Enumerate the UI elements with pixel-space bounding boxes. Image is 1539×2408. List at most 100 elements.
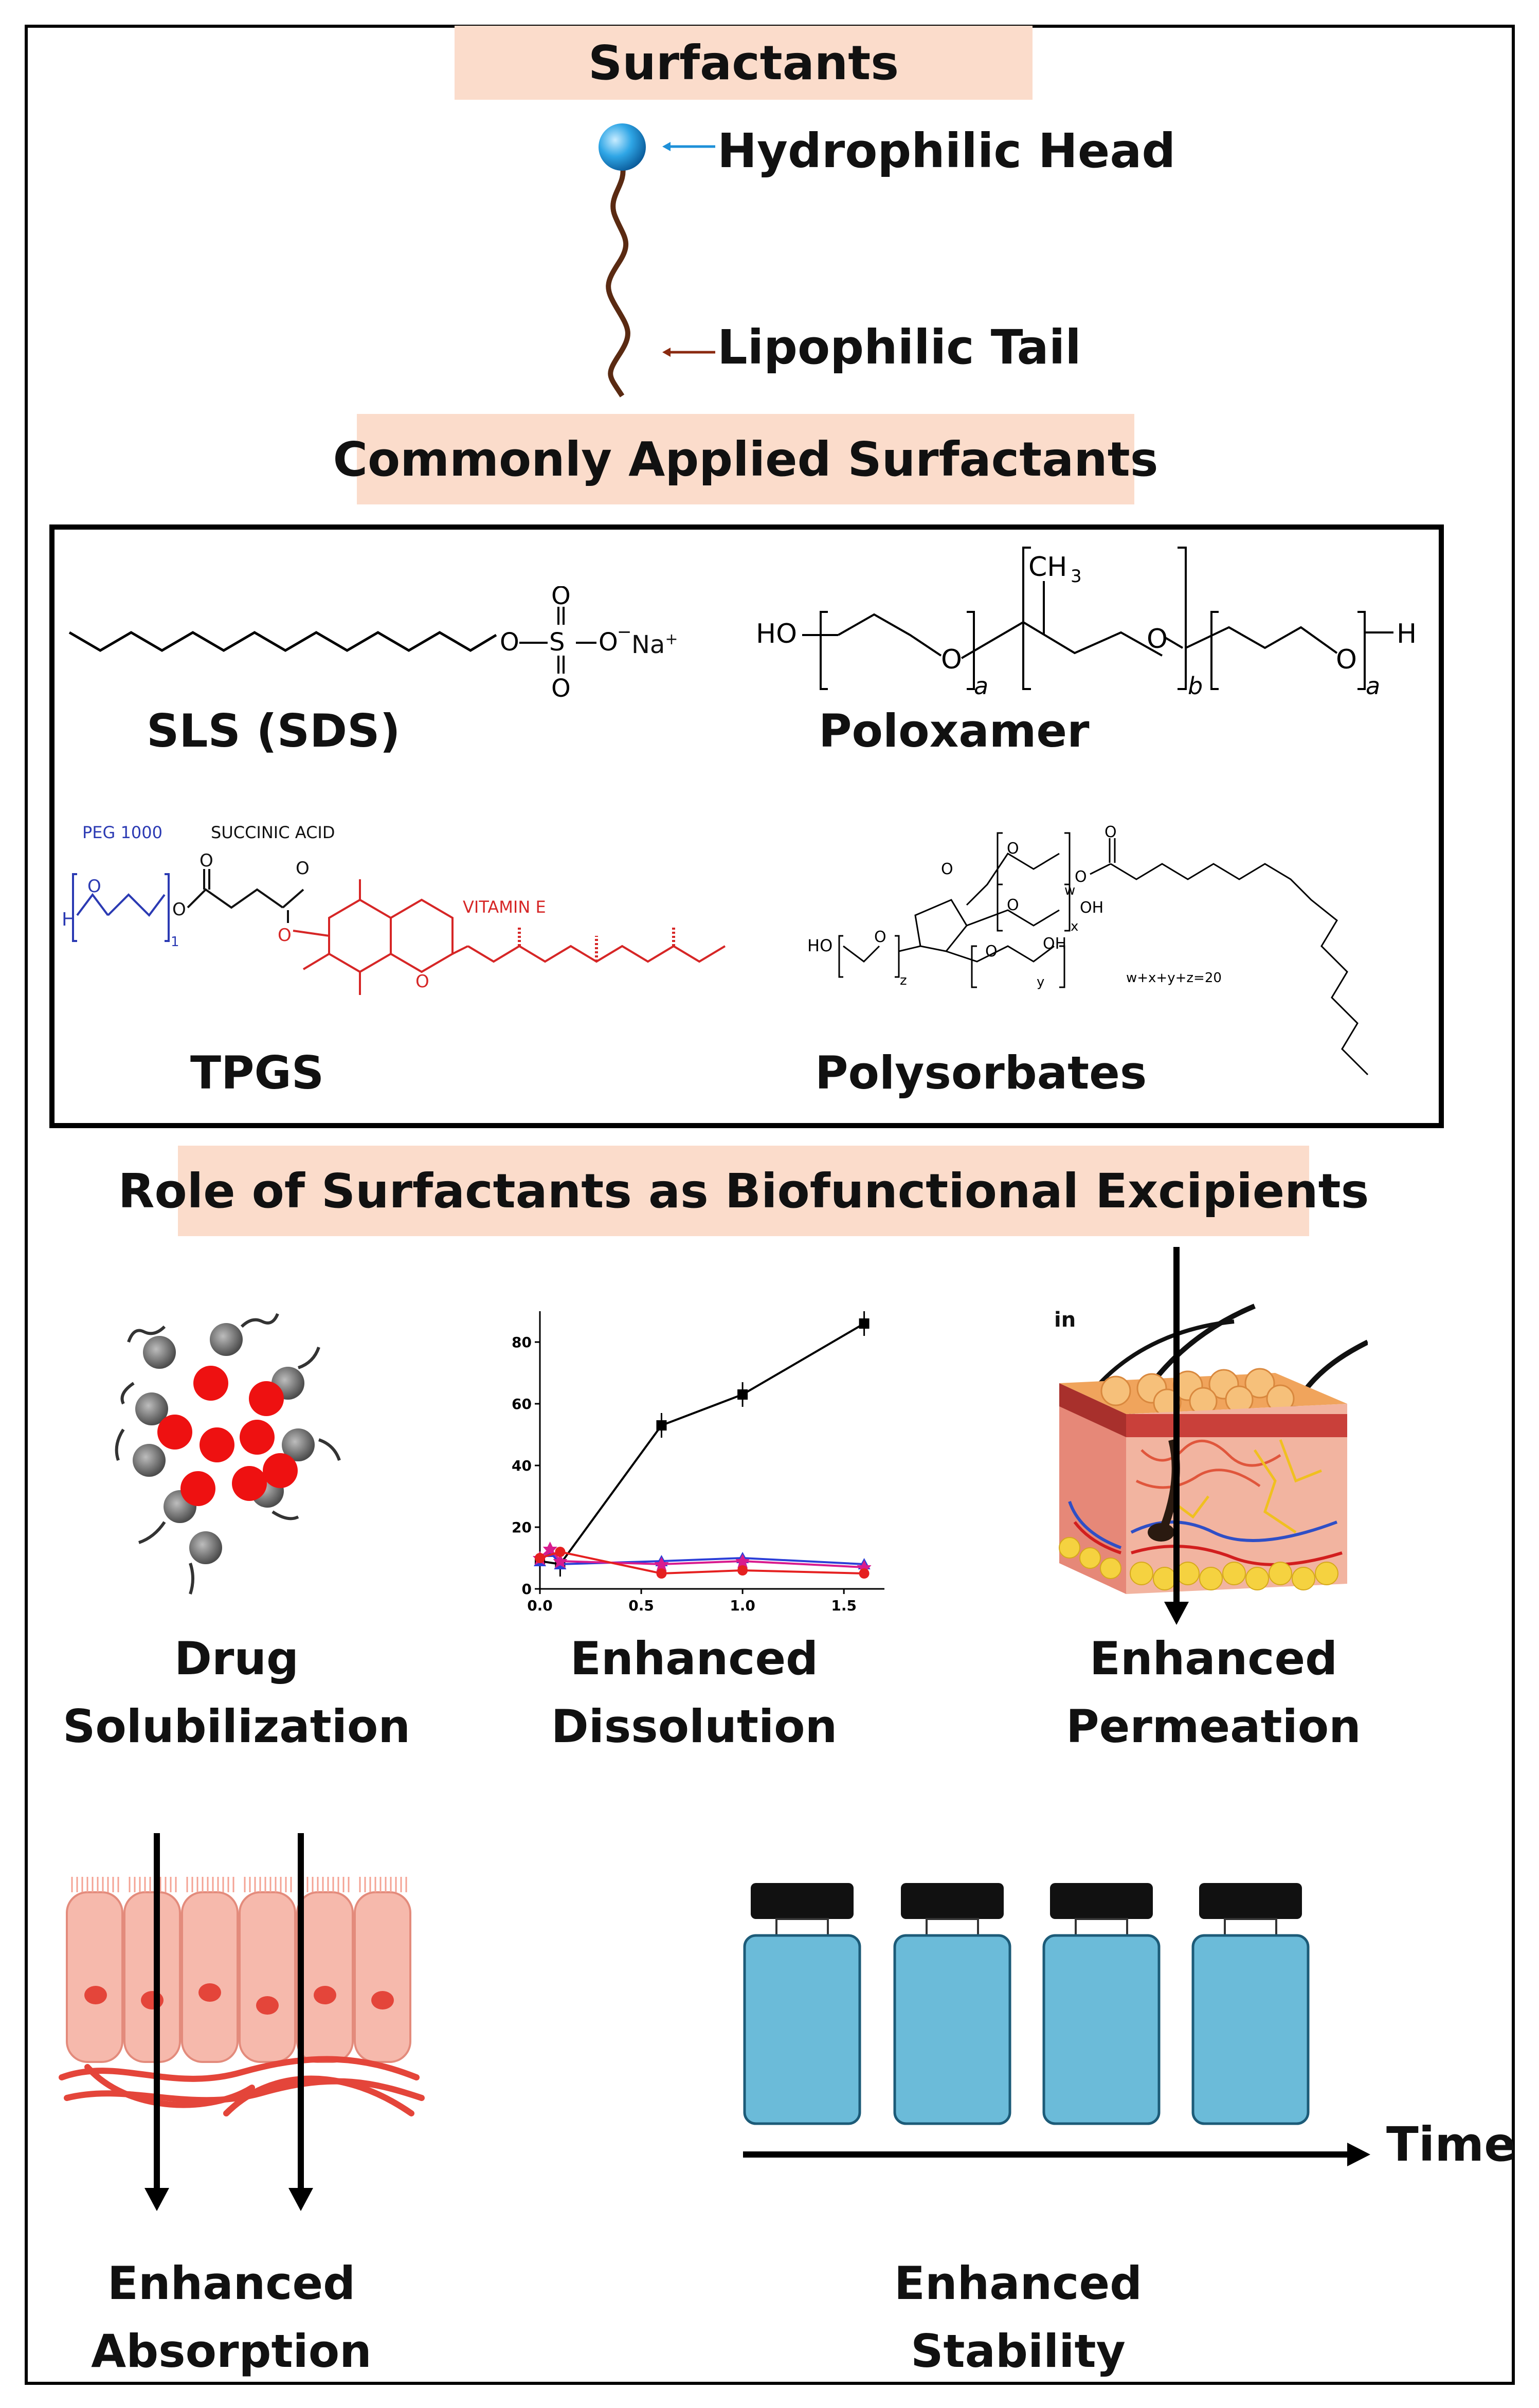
series-line-0 [539,1323,865,1566]
structures-box [49,524,1444,1128]
permeation-label: Enhanced Permeation [1039,1625,1388,1761]
solubilization-line2: Solubilization [62,1700,411,1753]
tail-pointer-arrow [662,348,715,357]
tpgs-structure: PEG 1000 SUCCINIC ACID VITAMIN E H O 1 O… [62,823,726,995]
hydrophilic-head-label: Hydrophilic Head [717,123,1176,178]
micelle-icon [115,1313,341,1595]
poloxamer-o1: O [941,644,962,675]
tpgs-o-peg: O [87,876,101,897]
y-tick-label: 0 [522,1581,532,1598]
poloxamer-sub-b: b [1188,672,1203,700]
x-tick-label: 1.0 [730,1597,755,1614]
sls-structure: O S O O O − [68,586,632,703]
dissolution-line2: Dissolution [551,1700,838,1753]
permeation-arrow [1164,1247,1189,1625]
x-tick-label: 1.5 [831,1597,857,1614]
data-point [654,1557,669,1571]
y-tick-label: 60 [512,1396,532,1413]
y-tick-label: 80 [512,1334,532,1351]
head-pointer-arrow [662,142,715,151]
sls-plus: + [665,630,678,648]
polysorbates-label: Polysorbates [815,1046,1147,1099]
permeation-line1: Enhanced [1089,1632,1338,1685]
roles-banner: Role of Surfactants as Biofunctional Exc… [118,1146,1369,1236]
roles-title: Role of Surfactants as Biofunctional Exc… [118,1163,1369,1219]
surfactant-molecule-icon [599,123,646,397]
poloxamer-ho: HO [756,619,797,649]
dissolution-label: Enhanced Dissolution [519,1625,869,1761]
polysorbate-sub-z: z [900,973,907,988]
data-point [737,1565,748,1576]
data-point [535,1553,545,1563]
sls-oxygen-top: O [551,586,571,610]
sls-oxygen: O [500,628,519,657]
polysorbate-ho: HO [807,936,832,955]
y-tick-label: 20 [512,1519,532,1536]
vials-icon [743,1883,1310,2125]
polysorbate-o3: O [1075,868,1087,886]
stability-label: Enhanced Stability [843,2250,1193,2385]
polysorbate-o-carbonyl: O [1105,823,1117,841]
poloxamer-ch-sub: 3 [1071,566,1082,587]
stability-line2: Stability [911,2325,1126,2378]
surfactants-title: Surfactants [588,35,899,90]
polysorbate-formula: w+x+y+z=20 [1126,970,1222,986]
x-tick-label: 0.0 [527,1597,553,1614]
polysorbate-o-ring: O [941,860,953,878]
poloxamer-ch: CH [1028,552,1067,583]
data-point [542,1542,557,1556]
polysorbate-sub-x: x [1071,919,1078,934]
poloxamer-sub-a2: a [1366,672,1380,700]
solubilization-label: Drug Solubilization [62,1625,411,1761]
tpgs-succinic-label: SUCCINIC ACID [211,823,335,842]
data-point [656,1568,667,1579]
tpgs-o-ester2: O [278,925,292,946]
polysorbate-oh2: OH [1043,935,1066,953]
tpgs-peg-label: PEG 1000 [82,823,162,842]
surfactants-banner: Surfactants [455,26,1033,100]
absorption-arrow-left [144,1833,169,2211]
chart-series [533,1311,872,1579]
tpgs-o-ester1: O [172,899,186,920]
common-surfactants-title: Commonly Applied Surfactants [333,431,1158,487]
poloxamer-o3: O [1336,644,1357,675]
sls-minus: − [617,622,632,642]
polysorbate-oh1: OH [1080,899,1103,917]
polysorbate-o5: O [985,943,998,961]
sls-sulfur: S [549,628,565,657]
data-point [555,1547,566,1557]
data-point [735,1554,750,1568]
polysorbate-structure: HO O z O O w O O O x OH O y OH w+x+y+z=2… [807,823,1369,1076]
skin-section-icon: in [1054,1303,1368,1594]
poloxamer-o2: O [1147,624,1168,655]
poloxamer-sub-a1: a [974,672,988,700]
chart-axes: 0 20 40 60 80 0.0 0.5 1.0 1.5 [512,1311,884,1614]
data-point [859,1568,870,1579]
permeation-line2: Permeation [1066,1700,1361,1753]
y-tick-label: 40 [512,1457,532,1474]
time-label: Time [1386,2117,1516,2172]
poloxamer-label: Poloxamer [819,704,1090,757]
absorption-line2: Absorption [91,2325,372,2378]
dissolution-line1: Enhanced [570,1632,819,1685]
polysorbate-o2: O [1007,840,1019,858]
solubilization-line1: Drug [174,1632,299,1685]
dissolution-chart: 0 20 40 60 80 0.0 0.5 1.0 1.5 [512,1311,884,1614]
epithelium-icon [59,1877,425,2116]
poloxamer-h: H [1397,619,1417,649]
tpgs-vitamin-label: VITAMIN E [463,897,546,917]
tpgs-o-carbonyl1: O [200,850,213,871]
poloxamer-structure: HO O a CH 3 O b O a H [756,547,1417,700]
tpgs-sub1: 1 [171,934,179,950]
lipophilic-tail-label: Lipophilic Tail [717,320,1081,375]
tpgs-label: TPGS [190,1046,324,1099]
data-point [553,1554,568,1568]
tpgs-o-carbonyl2: O [296,858,310,879]
sls-na: Na [631,630,665,659]
common-surfactants-banner: Commonly Applied Surfactants [333,414,1158,504]
x-tick-label: 0.5 [628,1597,654,1614]
polysorbate-sub-y: y [1037,974,1044,990]
sls-label: SLS (SDS) [147,704,401,757]
stability-line1: Enhanced [894,2257,1143,2310]
sls-sodium: Na+ [631,630,678,659]
